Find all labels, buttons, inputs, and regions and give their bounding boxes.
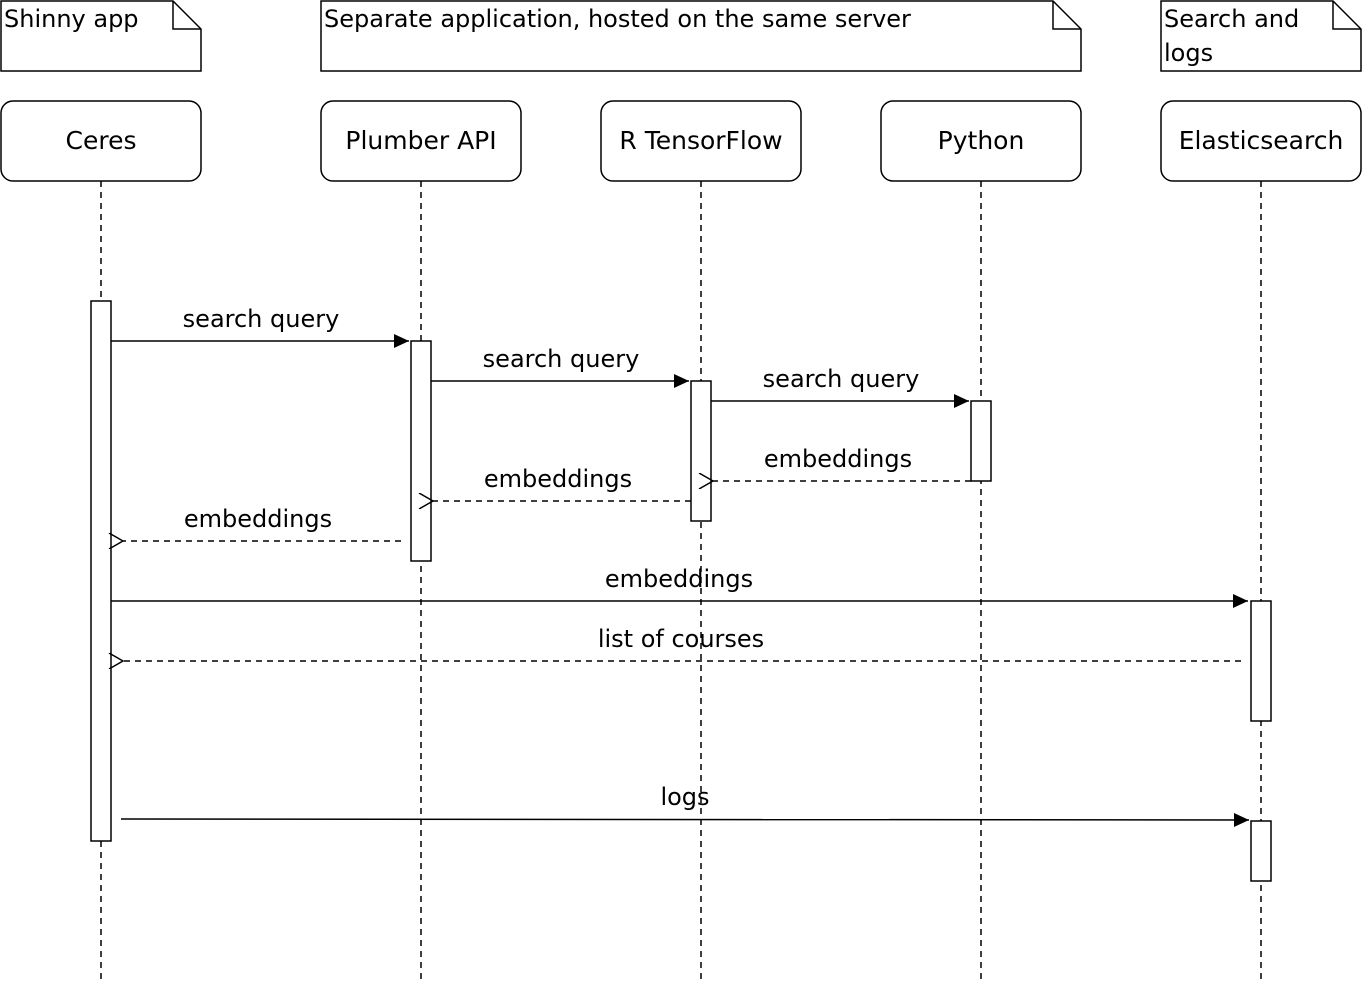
participant-label: Python bbox=[938, 126, 1025, 155]
participant-label: Elasticsearch bbox=[1179, 126, 1344, 155]
message-label: embeddings bbox=[605, 565, 753, 593]
participant-plumber-api: Plumber API bbox=[320, 100, 522, 182]
message-label: list of courses bbox=[598, 625, 764, 653]
message-label: search query bbox=[763, 365, 920, 393]
note-text: Shinny app bbox=[4, 5, 139, 33]
return-arrow: embeddings bbox=[123, 505, 401, 541]
return-arrow: embeddings bbox=[713, 445, 971, 481]
participant-label: Ceres bbox=[66, 126, 137, 155]
message-arrow: search query bbox=[711, 365, 969, 408]
message-label: search query bbox=[483, 345, 640, 373]
message-label: embeddings bbox=[764, 445, 912, 473]
message-arrow: search query bbox=[431, 345, 689, 388]
participant-ceres: Ceres bbox=[0, 100, 202, 182]
activation-elasticsearch bbox=[1250, 820, 1272, 882]
activation-r-tensorflow bbox=[690, 380, 712, 522]
message-arrow: embeddings bbox=[111, 565, 1248, 608]
participant-label: R TensorFlow bbox=[619, 126, 782, 155]
activation-elasticsearch bbox=[1250, 600, 1272, 722]
note-text: logs bbox=[1164, 39, 1213, 67]
message-arrow: search query bbox=[111, 305, 409, 348]
message-arrow: logs bbox=[120, 783, 1250, 827]
participant-python: Python bbox=[880, 100, 1082, 182]
note-shinny-app: Shinny app bbox=[0, 0, 202, 72]
message-label: embeddings bbox=[184, 505, 332, 533]
participant-r-tensorflow: R TensorFlow bbox=[600, 100, 802, 182]
message-label: logs bbox=[660, 783, 709, 811]
return-arrow: embeddings bbox=[433, 465, 691, 501]
participant-elasticsearch: Elasticsearch bbox=[1160, 100, 1362, 182]
participant-label: Plumber API bbox=[345, 126, 496, 155]
activation-python bbox=[970, 400, 992, 482]
activation-ceres bbox=[90, 300, 112, 842]
note-search-and-logs: Search and logs bbox=[1160, 0, 1362, 72]
note-text: Separate application, hosted on the same… bbox=[324, 5, 911, 33]
return-arrow: list of courses bbox=[123, 625, 1241, 661]
activation-plumber-api bbox=[410, 340, 432, 562]
message-label: search query bbox=[183, 305, 340, 333]
note-text: Search and bbox=[1164, 5, 1299, 33]
note-separate-application: Separate application, hosted on the same… bbox=[320, 0, 1082, 72]
message-label: embeddings bbox=[484, 465, 632, 493]
